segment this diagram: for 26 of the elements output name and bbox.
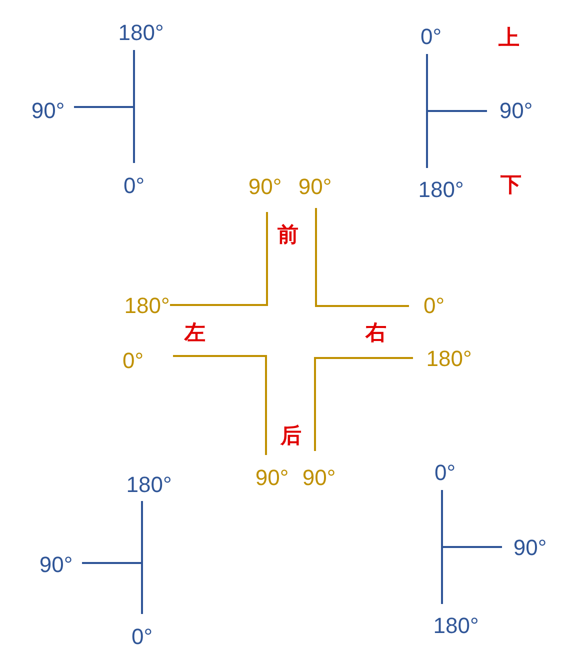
direction-label: 后 [280, 426, 302, 446]
direction-label: 右 [366, 322, 386, 344]
angle-label: 90° [302, 467, 336, 489]
angle-label: 180° [433, 615, 479, 637]
angle-label: 0° [131, 626, 153, 648]
angle-label: 90° [248, 176, 282, 198]
angle-label: 180° [124, 295, 170, 317]
angle-label: 180° [418, 179, 464, 201]
angle-label: 90° [499, 100, 533, 122]
angle-label: 180° [118, 22, 164, 44]
angle-label: 90° [39, 554, 73, 576]
angle-label: 90° [513, 537, 547, 559]
angle-label: 0° [420, 26, 442, 48]
angle-label: 0° [423, 295, 445, 317]
angle-label: 90° [255, 467, 289, 489]
angle-label: 90° [31, 100, 65, 122]
angle-label: 90° [298, 176, 332, 198]
direction-label: 下 [500, 174, 522, 196]
angle-label: 0° [123, 175, 145, 197]
angle-label: 0° [122, 350, 144, 372]
direction-label: 左 [184, 322, 206, 344]
direction-label: 上 [498, 28, 520, 48]
angle-label: 180° [426, 348, 472, 370]
angle-label: 180° [126, 474, 172, 496]
direction-label: 前 [278, 224, 298, 246]
angle-label: 0° [434, 462, 456, 484]
